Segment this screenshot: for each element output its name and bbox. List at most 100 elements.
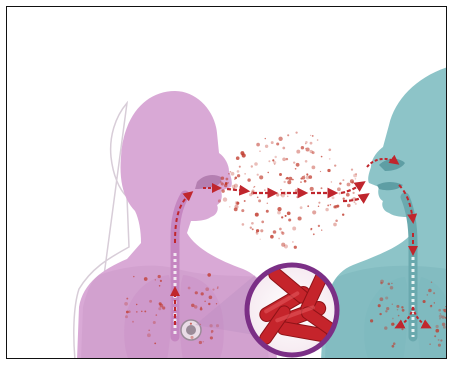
droplet [209, 295, 213, 299]
droplet [286, 177, 289, 180]
droplet [286, 158, 288, 160]
droplet [347, 204, 351, 208]
droplet [391, 283, 392, 284]
droplet [136, 311, 138, 313]
droplet [445, 317, 447, 319]
droplet [195, 291, 198, 294]
droplet [328, 148, 331, 151]
droplet [355, 178, 357, 180]
droplet [277, 211, 281, 215]
droplet [256, 232, 259, 235]
droplet [380, 282, 382, 284]
droplet [380, 297, 384, 301]
droplet [306, 173, 308, 175]
droplet [132, 321, 134, 323]
droplet [390, 286, 394, 290]
droplet [259, 150, 261, 152]
droplet [312, 135, 314, 137]
droplet [144, 277, 148, 281]
droplet [240, 151, 244, 155]
droplet [335, 220, 338, 223]
droplet [379, 313, 381, 315]
droplet [321, 187, 323, 189]
droplet [300, 206, 303, 209]
airborne-droplets [218, 131, 357, 248]
droplet [125, 315, 128, 318]
droplet [301, 146, 304, 149]
droplet [237, 170, 240, 173]
droplet [438, 344, 441, 347]
droplet [256, 229, 259, 232]
droplet [259, 175, 263, 179]
droplet [318, 202, 320, 204]
droplet [438, 339, 440, 341]
droplet [210, 336, 213, 339]
droplet [254, 162, 258, 166]
droplet [300, 181, 301, 182]
droplet [385, 310, 387, 312]
droplet [276, 193, 279, 196]
droplet [430, 305, 432, 307]
droplet [205, 287, 209, 291]
droplet [268, 160, 270, 162]
droplet [427, 294, 429, 296]
droplet [221, 183, 224, 186]
droplet [392, 318, 394, 320]
droplet [310, 142, 313, 145]
droplet [438, 309, 441, 312]
droplet [431, 281, 432, 282]
droplet [434, 302, 435, 303]
droplet [343, 198, 345, 200]
droplet [272, 159, 274, 161]
droplet [276, 142, 279, 145]
droplet [386, 307, 389, 310]
droplet [292, 227, 296, 231]
droplet [258, 199, 261, 202]
droplet [304, 175, 305, 176]
droplet [281, 216, 283, 218]
droplet [342, 213, 344, 215]
droplet [334, 164, 336, 166]
illustration-frame [6, 6, 447, 359]
droplet [231, 172, 235, 176]
droplet [292, 179, 294, 181]
droplet [295, 131, 297, 133]
droplet [305, 143, 306, 144]
droplet [339, 182, 341, 184]
droplet [256, 143, 260, 147]
droplet [218, 187, 221, 190]
droplet [204, 301, 205, 302]
droplet [158, 275, 161, 278]
droplet [287, 180, 291, 184]
droplet [260, 239, 261, 240]
droplet [434, 335, 436, 337]
droplet [148, 329, 150, 331]
droplet [282, 147, 285, 150]
droplet [271, 141, 274, 144]
droplet [229, 206, 230, 207]
droplet [194, 305, 198, 309]
droplet [280, 189, 281, 190]
droplet [190, 323, 192, 325]
droplet [445, 306, 446, 307]
arrow-right-icon [341, 183, 363, 193]
droplet [428, 289, 432, 293]
droplet [392, 345, 395, 348]
droplet [235, 177, 238, 180]
droplet [378, 304, 381, 307]
droplet [241, 209, 244, 212]
droplet [317, 139, 319, 141]
droplet [396, 305, 399, 308]
droplet [318, 225, 320, 227]
droplet [435, 325, 438, 328]
droplet [354, 201, 356, 203]
droplet [442, 323, 445, 326]
droplet [221, 189, 224, 192]
droplet [440, 339, 442, 341]
droplet [155, 279, 156, 280]
droplet [247, 178, 250, 181]
droplet [439, 318, 441, 320]
droplet [281, 231, 284, 234]
droplet [305, 160, 308, 163]
droplet [126, 311, 129, 314]
